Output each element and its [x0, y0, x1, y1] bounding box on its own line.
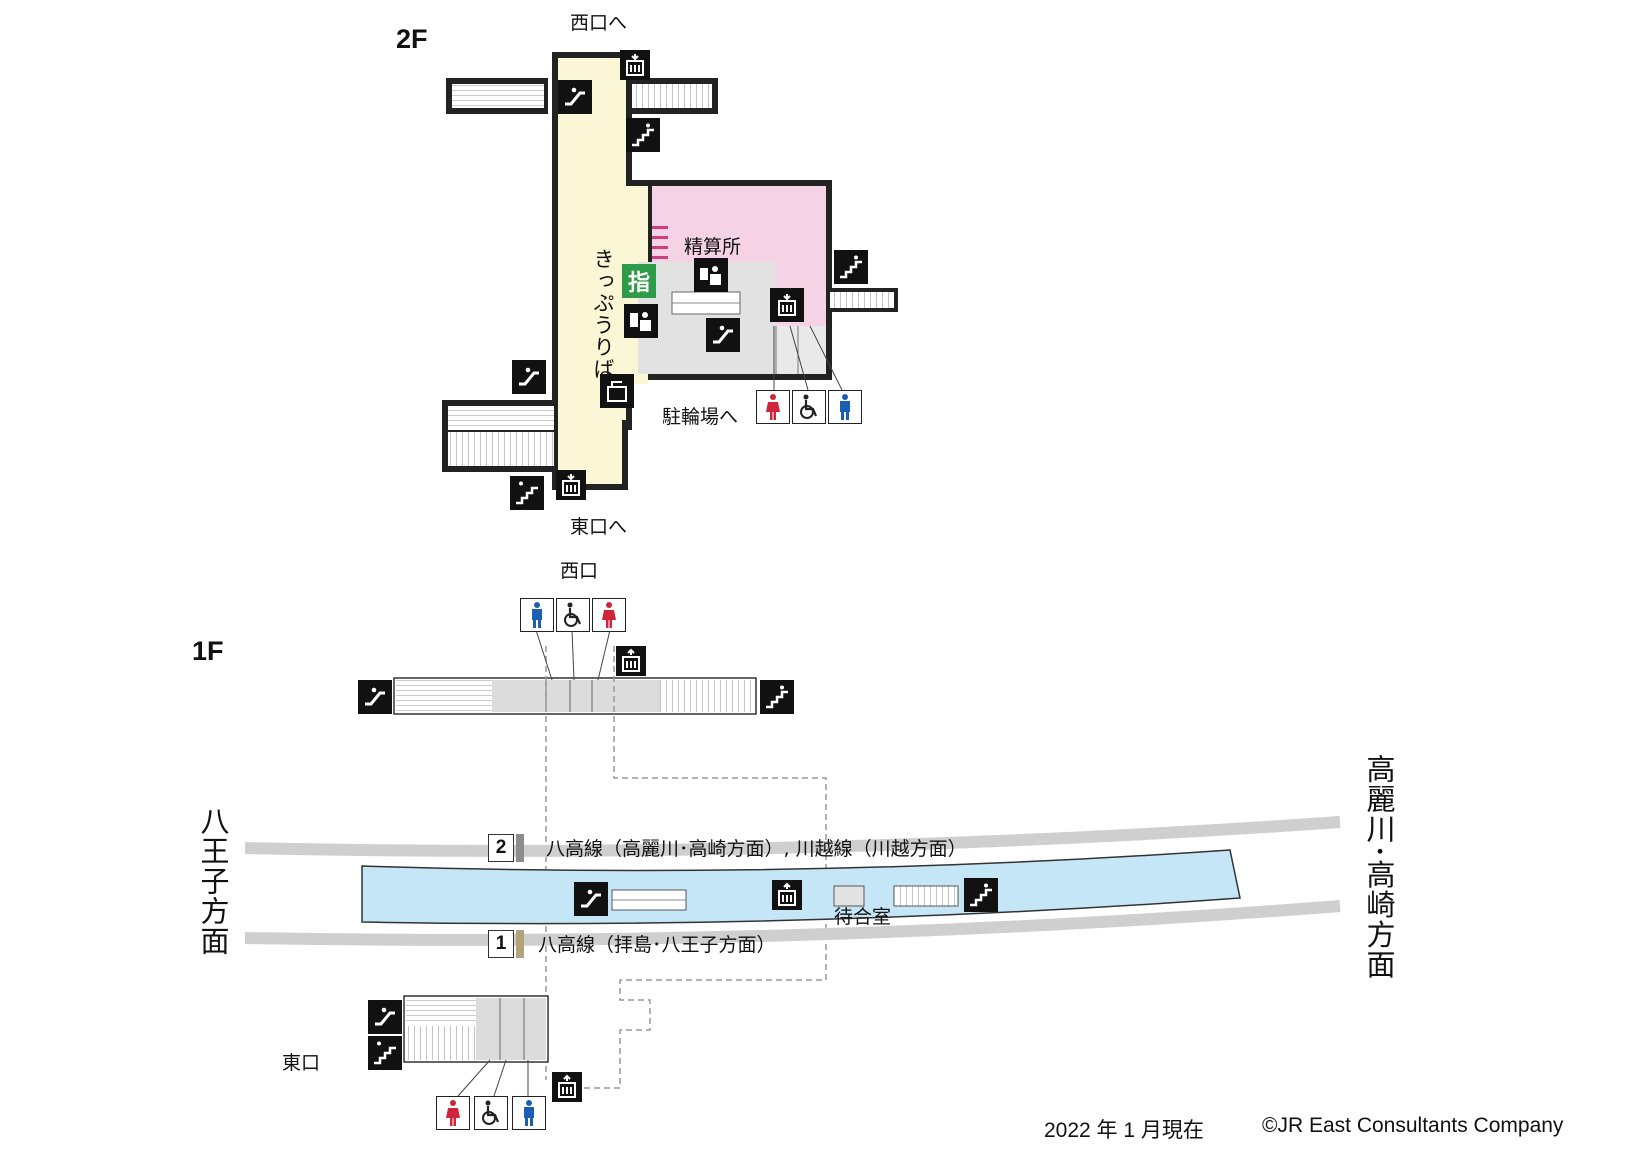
track-1-line-color — [516, 930, 524, 958]
track-1-destination: 八高線（拝島･八王子方面） — [538, 934, 776, 956]
wheelchair-restroom-icon — [474, 1096, 508, 1130]
floor-label-2f: 2F — [396, 24, 428, 54]
to-east-exit-label: 東口へ — [570, 516, 628, 538]
wheelchair-restroom-icon — [556, 598, 590, 632]
restroom-male-icon — [520, 598, 554, 632]
elevator-icon — [556, 470, 586, 500]
restroom-female-icon — [756, 390, 790, 424]
copyright: ©JR East Consultants Company — [1262, 1114, 1564, 1137]
as-of-date: 2022 年 1 月現在 — [1044, 1119, 1204, 1142]
track-2-number: 2 — [488, 834, 514, 862]
waiting-room-label: 待合室 — [834, 906, 892, 928]
east-exit-label: 東口 — [282, 1052, 321, 1074]
elevator-icon — [552, 1072, 582, 1102]
escalator-icon — [558, 80, 592, 114]
track-2-destination: 八高線（高麗川･高崎方面）, 川越線（川越方面） — [546, 838, 967, 860]
elevator-icon — [772, 880, 802, 910]
direction-right-label: 高麗川･高崎方面 — [1362, 754, 1396, 980]
stairs-icon — [368, 1036, 402, 1070]
restroom-male-icon — [828, 390, 862, 424]
restroom-female-icon — [592, 598, 626, 632]
stairs-icon — [964, 878, 998, 912]
escalator-icon — [512, 360, 546, 394]
restroom-female-icon — [436, 1096, 470, 1130]
reserved-seat-office-badge: 指 — [622, 264, 656, 298]
ticket-machine-icon — [624, 304, 658, 338]
floor-label-1f: 1F — [192, 636, 224, 666]
west-exit-label: 西口 — [560, 560, 599, 582]
stairs-icon — [510, 476, 544, 510]
escalator-icon — [706, 318, 740, 352]
escalator-icon — [574, 882, 608, 916]
ticket-office-icon — [694, 258, 728, 292]
track-2-line-color — [516, 834, 524, 862]
wheelchair-restroom-icon — [792, 390, 826, 424]
fare-adjustment-label: 精算所 — [684, 236, 742, 258]
elevator-icon — [616, 646, 646, 676]
track-1-number: 1 — [488, 930, 514, 958]
bicycle-parking-label: 駐輪場へ — [662, 406, 739, 428]
escalator-icon — [368, 1000, 402, 1034]
stairs-icon — [760, 680, 794, 714]
stairs-icon — [834, 250, 868, 284]
ticket-area-label: きっぷうりば — [591, 248, 615, 380]
direction-left-label: 八王子方面 — [196, 806, 230, 956]
coin-locker-icon — [600, 374, 634, 408]
elevator-icon — [620, 50, 650, 80]
elevator-icon — [770, 288, 804, 322]
restroom-male-icon — [512, 1096, 546, 1130]
stairs-icon — [626, 118, 660, 152]
escalator-icon — [358, 680, 392, 714]
to-west-exit-label: 西口へ — [570, 12, 628, 34]
